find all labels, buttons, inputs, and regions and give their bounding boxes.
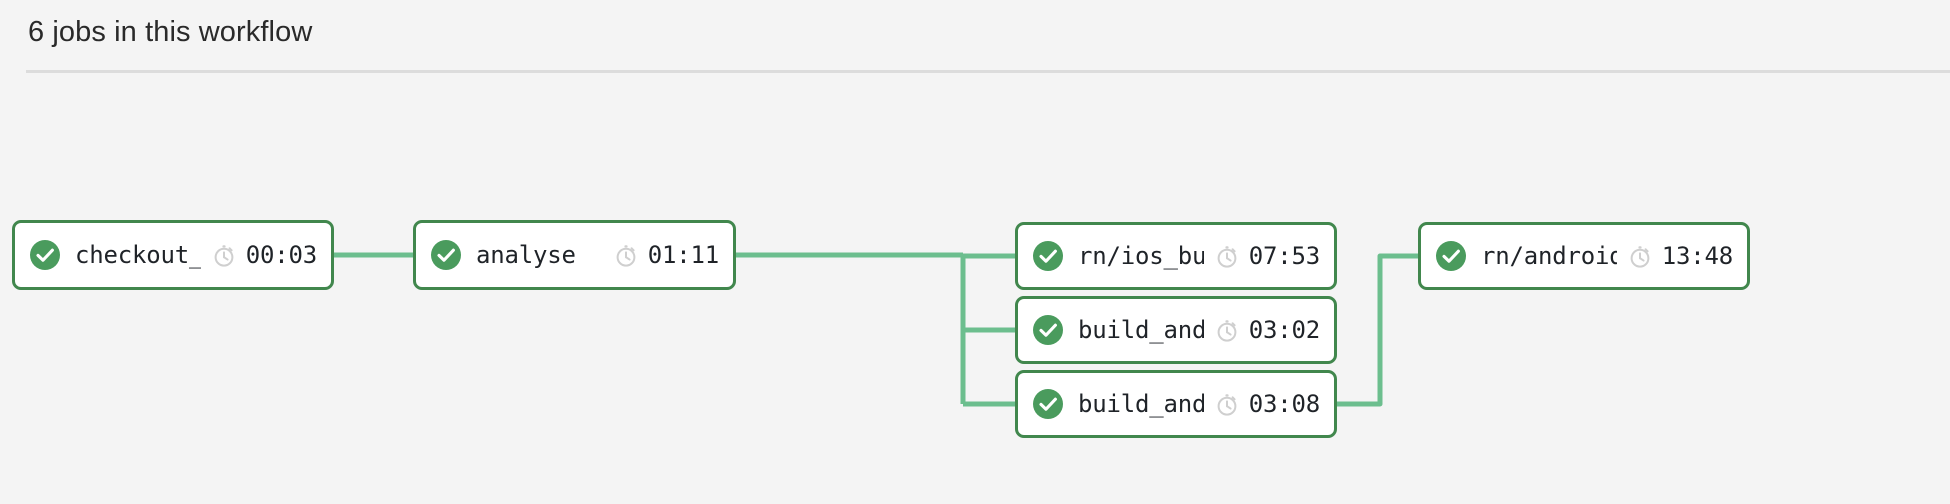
job-name-label: analyse [476, 241, 576, 269]
job-duration-group: 03:08 [1214, 390, 1320, 418]
job-name-label: build_androi… [1078, 316, 1204, 344]
page-title: 6 jobs in this workflow [28, 16, 313, 48]
header-divider [26, 70, 1950, 73]
job-duration-group: 13:48 [1627, 242, 1733, 270]
stopwatch-icon [1217, 246, 1237, 268]
stopwatch-icon [616, 245, 636, 267]
job-duration-label: 00:03 [245, 241, 317, 269]
stopwatch-icon [1217, 320, 1237, 342]
workflow-graph-canvas: checkout_code 00:03 analyse [0, 72, 1950, 504]
job-node-checkout-code[interactable]: checkout_code 00:03 [12, 220, 334, 290]
stopwatch-icon [1217, 394, 1237, 416]
job-duration-group: 07:53 [1214, 242, 1320, 270]
workflow-header: 6 jobs in this workflow [0, 0, 1950, 73]
stopwatch-icon [214, 245, 234, 267]
check-circle-icon [1033, 389, 1063, 419]
check-circle-icon [1033, 241, 1063, 271]
job-name-label: build_androi… [1078, 390, 1204, 418]
job-duration-group: 00:03 [211, 241, 317, 269]
job-node-build-android-1[interactable]: build_androi… 03:02 [1015, 296, 1337, 364]
job-duration-label: 03:02 [1248, 316, 1320, 344]
job-node-build-android-2[interactable]: build_androi… 03:08 [1015, 370, 1337, 438]
job-node-rn-ios-build[interactable]: rn/ios_build… 07:53 [1015, 222, 1337, 290]
job-name-label: checkout_code [75, 241, 201, 269]
check-circle-icon [431, 240, 461, 270]
job-duration-label: 07:53 [1248, 242, 1320, 270]
job-name-label: rn/ios_build… [1078, 242, 1204, 270]
job-node-analyse[interactable]: analyse 01:11 [413, 220, 736, 290]
stopwatch-icon [1630, 246, 1650, 268]
check-circle-icon [30, 240, 60, 270]
job-duration-label: 03:08 [1248, 390, 1320, 418]
job-name-label: rn/android_t… [1481, 242, 1617, 270]
job-duration-group: 03:02 [1214, 316, 1320, 344]
job-node-rn-android-test[interactable]: rn/android_t… 13:48 [1418, 222, 1750, 290]
edge-android2-to-rntest [1337, 253, 1418, 407]
job-duration-label: 13:48 [1661, 242, 1733, 270]
job-duration-label: 01:11 [647, 241, 719, 269]
check-circle-icon [1436, 241, 1466, 271]
check-circle-icon [1033, 315, 1063, 345]
job-duration-group: 01:11 [613, 241, 719, 269]
